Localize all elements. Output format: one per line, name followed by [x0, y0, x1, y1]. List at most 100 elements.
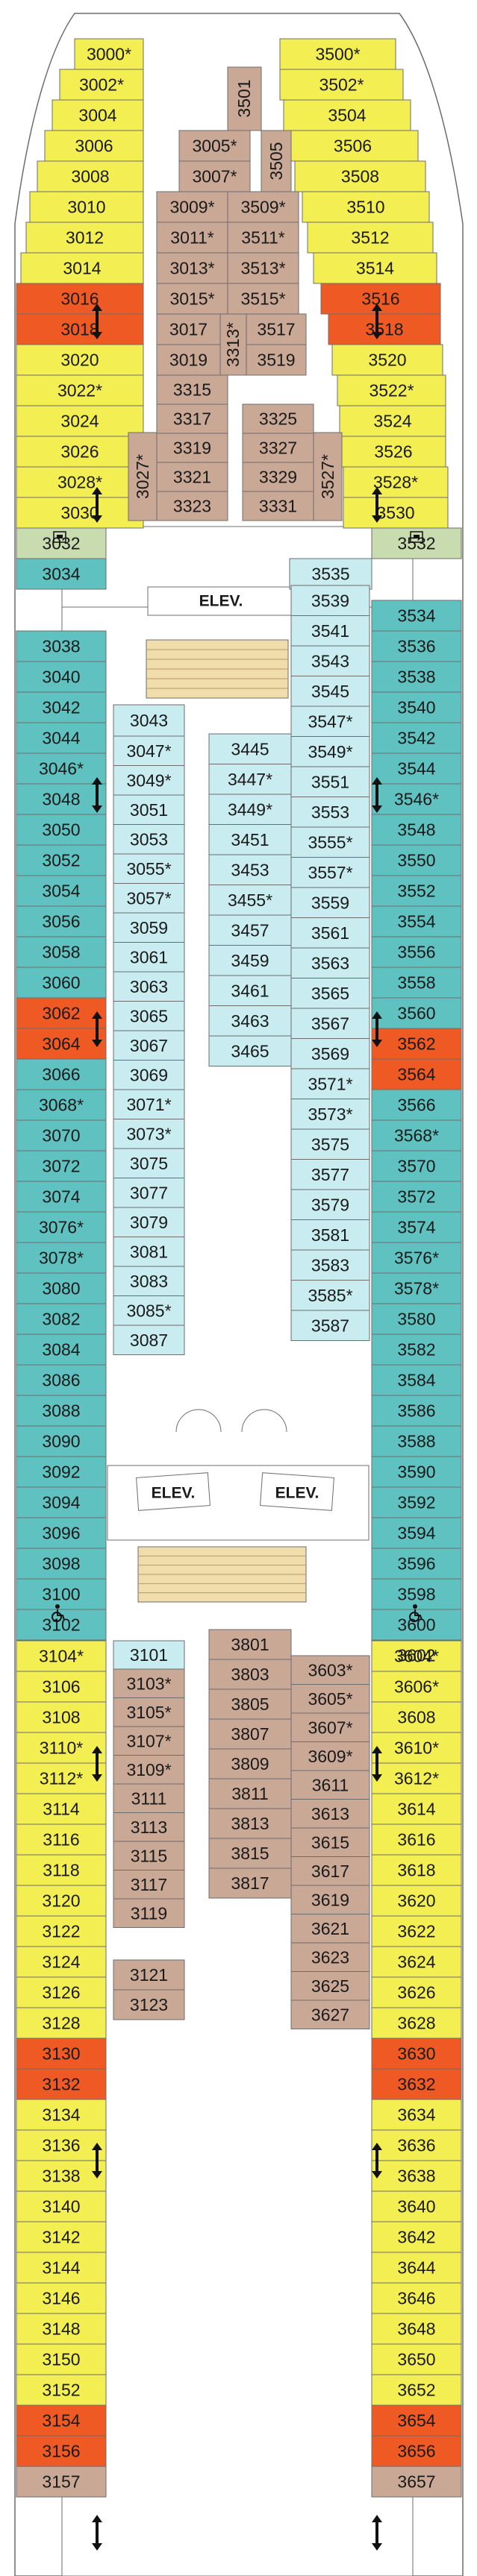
cabin: [16, 1885, 107, 1917]
cabin-number: 3577: [311, 1165, 349, 1184]
cabin-number: 3518: [365, 320, 403, 339]
cabin-number: 3586: [397, 1401, 435, 1421]
cabin-number: 3634: [397, 2105, 435, 2125]
cabin-number: 3564: [397, 1065, 435, 1084]
cabin-number: 3590: [397, 1463, 435, 1482]
cabin: [290, 1038, 370, 1069]
cabin-number: 3632: [397, 2075, 435, 2094]
cabin-number: 3569: [311, 1044, 349, 1064]
cabin-number: 3627: [311, 2005, 349, 2024]
cabin-number: 3650: [397, 2350, 435, 2369]
cabin-number: 3030: [60, 503, 99, 523]
cabin-number: 3534: [397, 606, 435, 626]
cabin: [113, 1325, 185, 1355]
cabin-number: 3506: [334, 136, 372, 156]
cabin: [113, 1726, 185, 1756]
cabin: [16, 1395, 107, 1427]
arrow-head: [372, 1011, 382, 1019]
cabin-number: 3126: [42, 1983, 80, 2002]
cabin-number: 3098: [42, 1554, 80, 1574]
cabin-number: 3007*: [192, 167, 237, 186]
double-headed-arrow-icon: [372, 1011, 382, 1047]
arrow-head: [92, 777, 102, 785]
cabin: [113, 1089, 185, 1119]
cabin: [16, 1456, 107, 1488]
cabin: [371, 783, 462, 815]
cabin-number: 3574: [397, 1218, 435, 1237]
cabin-number: 3109*: [126, 1760, 171, 1779]
wheelchair-wheel: [52, 1612, 62, 1622]
cabin-number: 3084: [42, 1340, 80, 1360]
cabin-number: 3046*: [39, 759, 84, 779]
cabin: [290, 797, 370, 828]
cabin-number: 3070: [42, 1126, 80, 1146]
cabin: [290, 1219, 370, 1251]
cabin-number: 3547*: [308, 711, 352, 731]
cabin: [290, 1099, 370, 1130]
cabin: [371, 1854, 462, 1886]
cabin-number: 3142: [42, 2228, 80, 2247]
cabin-number: 3315: [173, 380, 211, 400]
cabin-number: 3622: [397, 1922, 435, 1941]
cabin-number: 3060: [42, 973, 80, 993]
cabin-number: 3075: [130, 1154, 168, 1173]
cabin-number: 3047*: [126, 741, 171, 761]
cabin: [290, 1827, 370, 1857]
cabin: [290, 1914, 370, 1944]
cabin-number: 3625: [311, 1976, 349, 1996]
cabin: [16, 1517, 107, 1549]
cabin: [337, 374, 446, 406]
cabin-number: 3043: [130, 711, 168, 730]
cabin-number: 3515*: [240, 289, 285, 309]
cabin: [227, 222, 299, 254]
wheelchair-icon: [52, 1604, 65, 1622]
arrow-head: [92, 332, 102, 339]
cabin-number: 3553: [311, 802, 349, 822]
cabin-number: 3010: [67, 198, 105, 217]
cabin-number: 3055*: [126, 859, 171, 879]
cabin: [371, 1609, 462, 1641]
cabin: [371, 630, 462, 662]
cabin-number: 3580: [397, 1310, 435, 1329]
cabin: [16, 1823, 107, 1856]
cabin-number: 3100: [42, 1585, 80, 1604]
cabin: [16, 558, 107, 590]
cabin: [16, 344, 144, 376]
cabin-number: 3572: [397, 1187, 435, 1207]
arrow-head: [92, 805, 102, 813]
cabin: [16, 405, 144, 437]
cabin-number: 3113: [131, 1818, 167, 1837]
cabin-number: 3323: [173, 497, 211, 516]
doorway-arc: [241, 1409, 287, 1433]
cabin-number: 3638: [397, 2167, 435, 2186]
cabin: [290, 1999, 370, 2029]
cabin: [371, 753, 462, 785]
cabin-number: 3604*: [394, 1647, 439, 1666]
cabin: [156, 433, 228, 463]
cabin-number: 3123: [130, 1995, 168, 2014]
wheelchair-head: [55, 1604, 60, 1609]
cabin: [113, 1898, 185, 1928]
cabin: [113, 765, 185, 796]
cabin-number: 3000*: [87, 45, 131, 64]
cabin-number: 3038: [42, 637, 80, 656]
cabin-number: 3530: [376, 503, 414, 523]
cabin-number: 3079: [130, 1213, 168, 1232]
cabin: [16, 374, 144, 406]
cabin-number: 3596: [397, 1554, 435, 1574]
cabin-number: 3626: [397, 1983, 435, 2002]
cabin: [371, 1242, 462, 1274]
cabin-number: 3615: [311, 1832, 349, 1852]
cabin: [340, 436, 446, 468]
cabin: [290, 1068, 370, 1099]
arrow-head: [92, 2543, 102, 2551]
cabin: [16, 1701, 107, 1733]
cabin-number: 3008: [71, 167, 109, 186]
cabin-number: 3623: [311, 1947, 349, 1967]
arrow-head: [372, 777, 382, 785]
double-headed-arrow-icon: [92, 777, 102, 813]
cabin: [208, 885, 292, 916]
cabin-number: 3616: [397, 1830, 435, 1850]
cabin-number: 3817: [231, 1873, 269, 1893]
cabin: [113, 1697, 185, 1727]
